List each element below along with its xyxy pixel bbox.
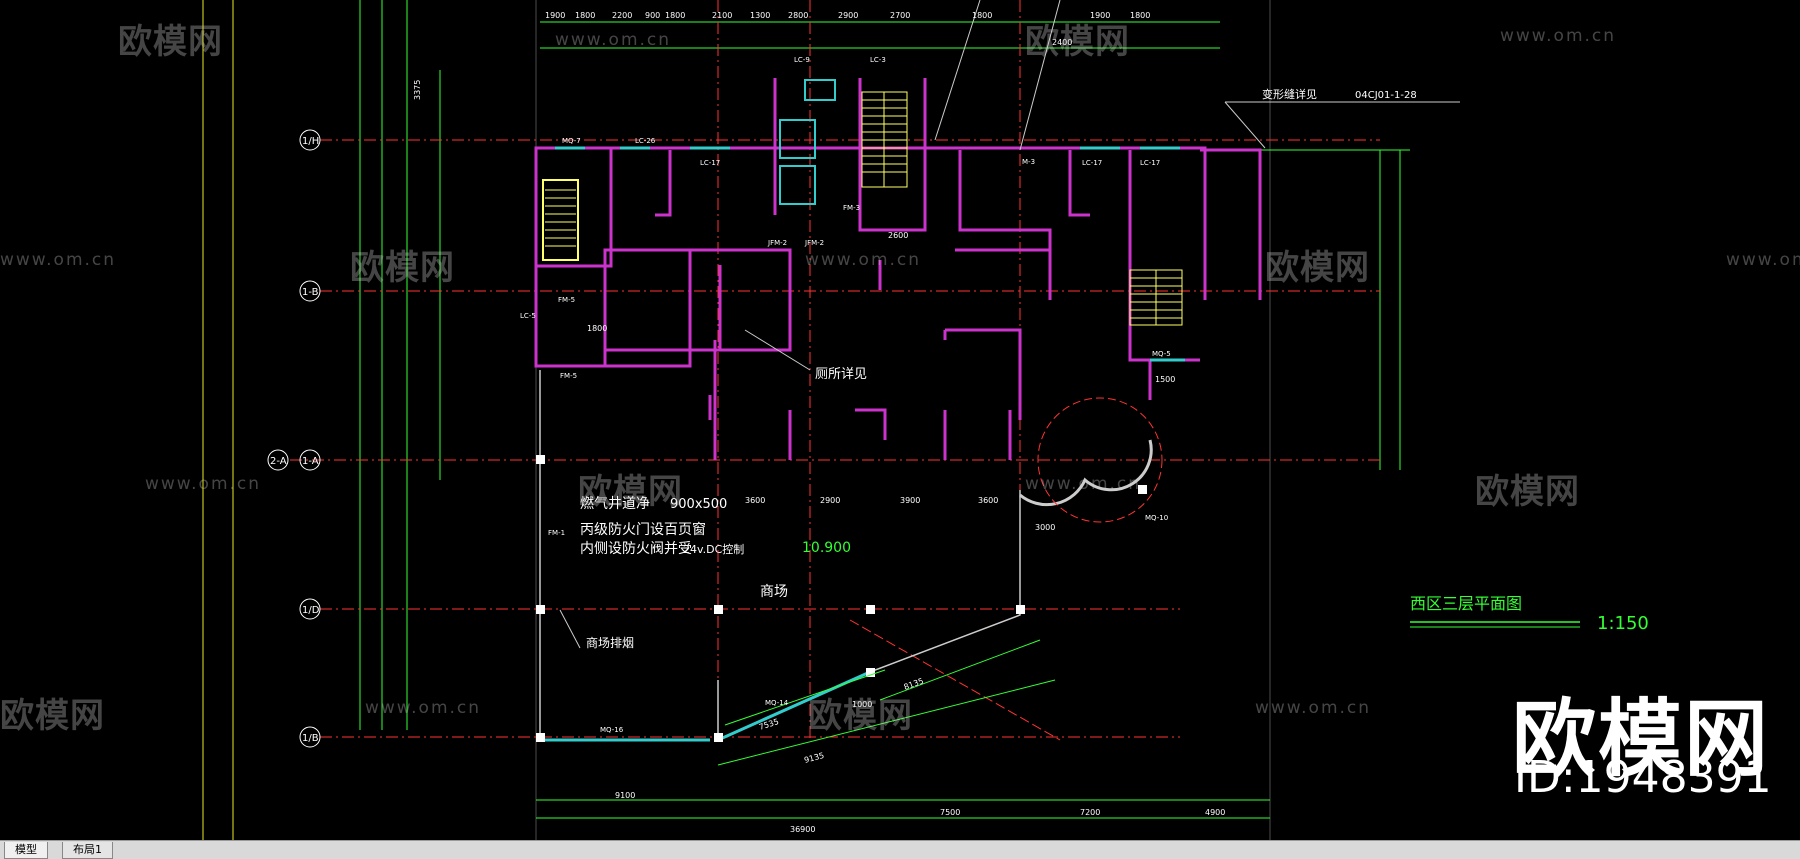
cad-model-space[interactable]: 西区三层平面图 1:150 10.900 商场 商场排烟 变形缝详见 04CJ0… bbox=[0, 0, 1800, 840]
door-tag: MQ-7 bbox=[562, 137, 581, 145]
joint-ref: 04CJ01-1-28 bbox=[1355, 90, 1417, 101]
door-tag: LC-9 bbox=[794, 56, 810, 64]
dim-text: 8135 bbox=[903, 676, 925, 691]
toilet-detail: 厕所详见 bbox=[815, 367, 867, 382]
floor-plan-drawing: 西区三层平面图 1:150 10.900 商场 商场排烟 变形缝详见 04CJ0… bbox=[202, 0, 1649, 840]
door-tag: LC-17 bbox=[1082, 159, 1102, 167]
dim-text: 2900 bbox=[838, 11, 858, 20]
dim-text: 1900 bbox=[1090, 11, 1110, 20]
door-tag: M-3 bbox=[1022, 158, 1035, 166]
dim-text: 900 bbox=[645, 11, 660, 20]
dim-text: 9135 bbox=[803, 751, 825, 765]
door-tag: MQ-5 bbox=[1152, 350, 1171, 358]
dim-text: 3000 bbox=[1035, 523, 1055, 532]
diag-dims bbox=[717, 639, 1056, 766]
elevation-label: 10.900 bbox=[802, 540, 851, 556]
walls bbox=[534, 78, 1262, 460]
door-tag: LC-26 bbox=[635, 137, 656, 145]
axis-label: 1/H bbox=[302, 136, 319, 147]
dim-text: 2700 bbox=[890, 11, 910, 20]
mall-outline bbox=[539, 370, 1021, 740]
door-tag: FM-1 bbox=[548, 529, 565, 537]
dim-text: 1800 bbox=[972, 11, 992, 20]
dim-text: 1900 bbox=[545, 11, 565, 20]
dim-text: 2400 bbox=[1052, 38, 1072, 47]
axis-label: 1-A bbox=[302, 456, 319, 467]
mid-dimensions: 3600 2900 3900 3600 bbox=[745, 496, 998, 505]
dim-text: 3600 bbox=[978, 496, 998, 505]
dim-text: 7200 bbox=[1080, 808, 1100, 817]
dim-text: 1000 bbox=[852, 700, 872, 709]
dim-text: 3900 bbox=[900, 496, 920, 505]
door-tag: MQ-14 bbox=[765, 699, 789, 707]
dim-text: 2800 bbox=[788, 11, 808, 20]
dim-text: 1800 bbox=[587, 324, 607, 333]
fire-door-note-3: 24v.DC控制 bbox=[683, 542, 744, 556]
drawing-scale: 1:150 bbox=[1597, 613, 1649, 634]
dim-text: 2200 bbox=[612, 11, 632, 20]
misc-dimensions: 8135 9135 7535 1000 2600 1500 1800 3000 … bbox=[413, 38, 1175, 765]
door-tag: JFM-2 bbox=[767, 239, 787, 247]
fire-door-note-1: 丙级防火门设百页窗 bbox=[580, 521, 706, 538]
door-tag: MQ-16 bbox=[600, 726, 624, 734]
door-tags: MQ-7 LC-26 LC-17 LC-9 LC-3 JFM-2 JFM-2 F… bbox=[520, 56, 1171, 734]
shaft-size: 900x500 bbox=[670, 497, 727, 512]
mall-label: 商场 bbox=[760, 584, 788, 600]
door-tag: LC-5 bbox=[520, 312, 536, 320]
bottom-dimensions: 9100 7500 7200 4900 36900 bbox=[615, 791, 1225, 834]
door-tag: LC-3 bbox=[870, 56, 886, 64]
door-tag: FM-5 bbox=[560, 372, 577, 380]
drawing-title: 西区三层平面图 bbox=[1410, 594, 1522, 613]
mall-exhaust-label: 商场排烟 bbox=[586, 635, 634, 650]
dim-text: 36900 bbox=[790, 825, 815, 834]
axis-bubbles bbox=[267, 129, 321, 748]
top-dimensions: 1900 1800 2200 900 1800 2100 1300 2800 2… bbox=[545, 11, 1150, 20]
dim-text: 7500 bbox=[940, 808, 960, 817]
tab-layout1[interactable]: 布局1 bbox=[62, 842, 113, 859]
door-tag: JFM-2 bbox=[804, 239, 824, 247]
dim-text: 2600 bbox=[888, 231, 908, 240]
door-tag: FM-3 bbox=[843, 204, 860, 212]
dim-text: 3600 bbox=[745, 496, 765, 505]
curved-wall bbox=[1019, 439, 1153, 507]
shaft-note: 燃气井道净 bbox=[580, 495, 650, 512]
door-tag: FM-5 bbox=[558, 296, 575, 304]
dim-text: 2900 bbox=[820, 496, 840, 505]
columns bbox=[536, 455, 1147, 742]
leaders bbox=[559, 0, 1460, 649]
watermark-big-logo: 欧模网 bbox=[1512, 690, 1771, 788]
door-tag: MQ-10 bbox=[1145, 514, 1168, 522]
dim-text: 2100 bbox=[712, 11, 732, 20]
axis-label: 1-B bbox=[302, 287, 319, 298]
dim-text: 3375 bbox=[413, 80, 422, 100]
door-tag: LC-17 bbox=[1140, 159, 1160, 167]
axis-label: 1/D bbox=[302, 605, 320, 616]
tab-model[interactable]: 模型 bbox=[4, 842, 48, 859]
stairs bbox=[542, 91, 1183, 326]
windows bbox=[540, 146, 1185, 742]
dim-text: 1800 bbox=[1130, 11, 1150, 20]
axis-label: 2-A bbox=[270, 456, 287, 467]
dim-text: 1800 bbox=[665, 11, 685, 20]
dim-text: 1800 bbox=[575, 11, 595, 20]
watermark-id: ID:1948391 bbox=[1514, 752, 1772, 803]
door-tag: LC-17 bbox=[700, 159, 720, 167]
joint-note: 变形缝详见 bbox=[1262, 87, 1317, 101]
dim-text: 4900 bbox=[1205, 808, 1225, 817]
dim-text: 1300 bbox=[750, 11, 770, 20]
dim-text: 9100 bbox=[615, 791, 635, 800]
elevators bbox=[779, 79, 836, 205]
layout-tab-bar: 模型 布局1 bbox=[0, 840, 1800, 859]
fire-door-note-2: 内侧设防火阀并受 bbox=[580, 541, 692, 557]
axis-label: 1/B bbox=[302, 733, 319, 744]
dim-text: 1500 bbox=[1155, 375, 1175, 384]
